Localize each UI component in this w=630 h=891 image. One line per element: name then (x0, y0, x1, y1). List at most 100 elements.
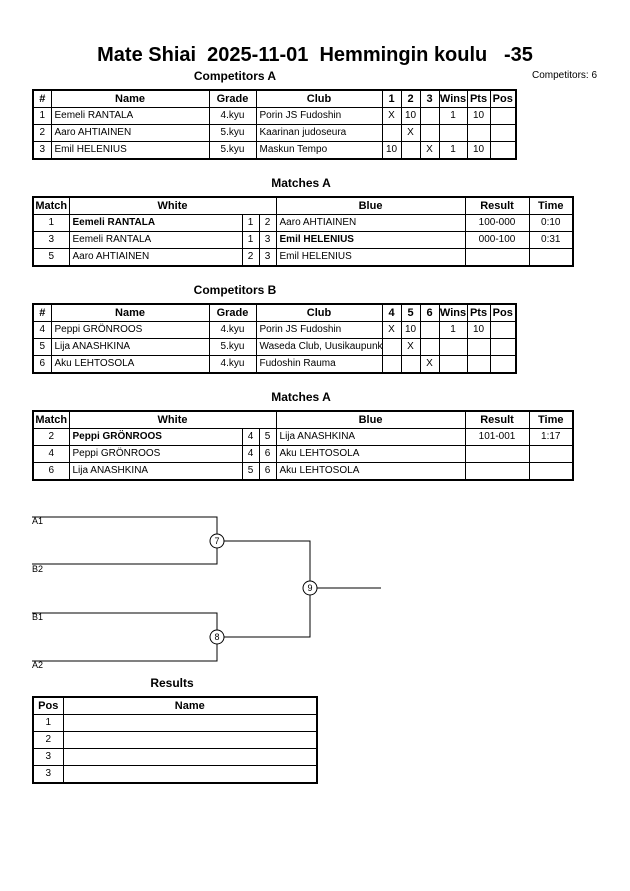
cell-club: Kaarinan judoseura (255, 124, 383, 142)
cell-club: Porin JS Fudoshin (255, 107, 383, 125)
results-table: Pos Name 1 2 3 3 (32, 696, 318, 784)
header-cell: Match (32, 410, 70, 429)
header-cell: Club (255, 303, 383, 322)
cell-match: 6 (32, 462, 70, 481)
header-cell: Blue (275, 196, 466, 215)
cell-grade: 4.kyu (208, 355, 257, 374)
bracket-label: A2 (32, 660, 44, 670)
cell-position (489, 338, 517, 356)
cell-number: 6 (32, 355, 52, 374)
cell-grade: 5.kyu (208, 141, 257, 160)
bracket-match-number: 8 (214, 632, 219, 642)
cell-name: Emil HELENIUS (50, 141, 210, 160)
competitors-a-table: # Name Grade Club 1 2 3 Wins Pts Pos 1 E… (32, 89, 517, 160)
header-cell: # (32, 303, 52, 322)
bracket-match-number: 9 (307, 583, 312, 593)
cell-white: Aaro AHTIAINEN (68, 248, 243, 267)
header-cell: 4 (381, 303, 402, 322)
cell-match: 5 (32, 248, 70, 267)
cell-blue-number: 6 (258, 445, 277, 463)
cell-position: 1 (32, 714, 64, 732)
table-row: 6 Aku LEHTOSOLA 4.kyu Fudoshin Rauma X (32, 355, 517, 374)
cell-score (419, 321, 440, 339)
header-cell: Wins (438, 303, 468, 322)
cell-position: 3 (32, 765, 64, 784)
header-cell: 2 (400, 89, 421, 108)
cell-white-number: 5 (241, 462, 260, 481)
cell-position (489, 355, 517, 374)
cell-result: 101-001 (464, 428, 530, 446)
table-header-row: # Name Grade Club 4 5 6 Wins Pts Pos (32, 303, 517, 322)
header-cell: Wins (438, 89, 468, 108)
cell-time: 1:17 (528, 428, 574, 446)
cell-score (381, 124, 402, 142)
bracket-line-a1 (32, 516, 218, 565)
cell-time (528, 248, 574, 267)
cell-white: Peppi GRÖNROOS (68, 445, 243, 463)
table-row: 2 Peppi GRÖNROOS 4 5 Lija ANASHKINA 101-… (32, 428, 574, 446)
header-cell: Time (528, 196, 574, 215)
cell-score: 10 (400, 321, 421, 339)
cell-club: Maskun Tempo (255, 141, 383, 160)
cell-score: X (381, 107, 402, 125)
header-cell: White (68, 196, 277, 215)
cell-score: X (381, 321, 402, 339)
page-title: Mate Shiai 2025-11-01 Hemmingin koulu -3… (97, 44, 533, 66)
cell-name (62, 731, 318, 749)
cell-blue-number: 3 (258, 248, 277, 267)
header-cell: Grade (208, 303, 257, 322)
competitors-count: Competitors: 6 (532, 70, 598, 81)
bracket-label: B1 (32, 612, 44, 622)
table-row: 2 (32, 731, 318, 749)
cell-name (62, 714, 318, 732)
cell-time: 0:31 (528, 231, 574, 249)
table-row: 4 Peppi GRÖNROOS 4.kyu Porin JS Fudoshin… (32, 321, 517, 339)
header-cell: Pts (466, 89, 491, 108)
header-cell: 6 (419, 303, 440, 322)
table-header-row: Pos Name (32, 696, 318, 715)
table-row: 3 Eemeli RANTALA 1 3 Emil HELENIUS 000-1… (32, 231, 574, 249)
bracket-node-8 (209, 629, 225, 645)
table-row: 1 Eemeli RANTALA 4.kyu Porin JS Fudoshin… (32, 107, 517, 125)
table-row: 6 Lija ANASHKINA 5 6 Aku LEHTOSOLA (32, 462, 574, 481)
cell-number: 3 (32, 141, 52, 160)
cell-white-number: 2 (241, 248, 260, 267)
cell-points: 10 (466, 107, 491, 125)
cell-points: 10 (466, 321, 491, 339)
cell-score (381, 338, 402, 356)
cell-time: 0:10 (528, 214, 574, 232)
cell-number: 1 (32, 107, 52, 125)
cell-white-number: 4 (241, 445, 260, 463)
competitors-b-table: # Name Grade Club 4 5 6 Wins Pts Pos 4 P… (32, 303, 517, 374)
header-cell: Pos (32, 696, 64, 715)
header-cell: 1 (381, 89, 402, 108)
cell-points: 10 (466, 141, 491, 160)
competitors-b-heading: Competitors B (193, 283, 277, 297)
header-cell: Pos (489, 303, 517, 322)
cell-club: Porin JS Fudoshin (255, 321, 383, 339)
header-cell: Name (50, 303, 210, 322)
cell-wins (438, 338, 468, 356)
table-row: 5 Lija ANASHKINA 5.kyu Waseda Club, Uusi… (32, 338, 517, 356)
header-cell: Name (50, 89, 210, 108)
cell-position (489, 124, 517, 142)
cell-position (489, 321, 517, 339)
cell-blue: Aaro AHTIAINEN (275, 214, 466, 232)
cell-blue-number: 2 (258, 214, 277, 232)
cell-wins (438, 355, 468, 374)
matches-b-table: Match White Blue Result Time 2 Peppi GRÖ… (32, 410, 575, 481)
cell-score (419, 124, 440, 142)
cell-blue-number: 5 (258, 428, 277, 446)
bracket-label: A1 (32, 516, 44, 526)
cell-white-number: 1 (241, 214, 260, 232)
cell-result (464, 462, 530, 481)
cell-score: X (419, 355, 440, 374)
cell-white-number: 1 (241, 231, 260, 249)
cell-score (400, 355, 421, 374)
table-row: 3 Emil HELENIUS 5.kyu Maskun Tempo 10 X … (32, 141, 517, 160)
results-heading: Results (150, 676, 194, 690)
cell-grade: 5.kyu (208, 124, 257, 142)
cell-position: 3 (32, 748, 64, 766)
cell-number: 2 (32, 124, 52, 142)
table-row: 5 Aaro AHTIAINEN 2 3 Emil HELENIUS (32, 248, 574, 267)
